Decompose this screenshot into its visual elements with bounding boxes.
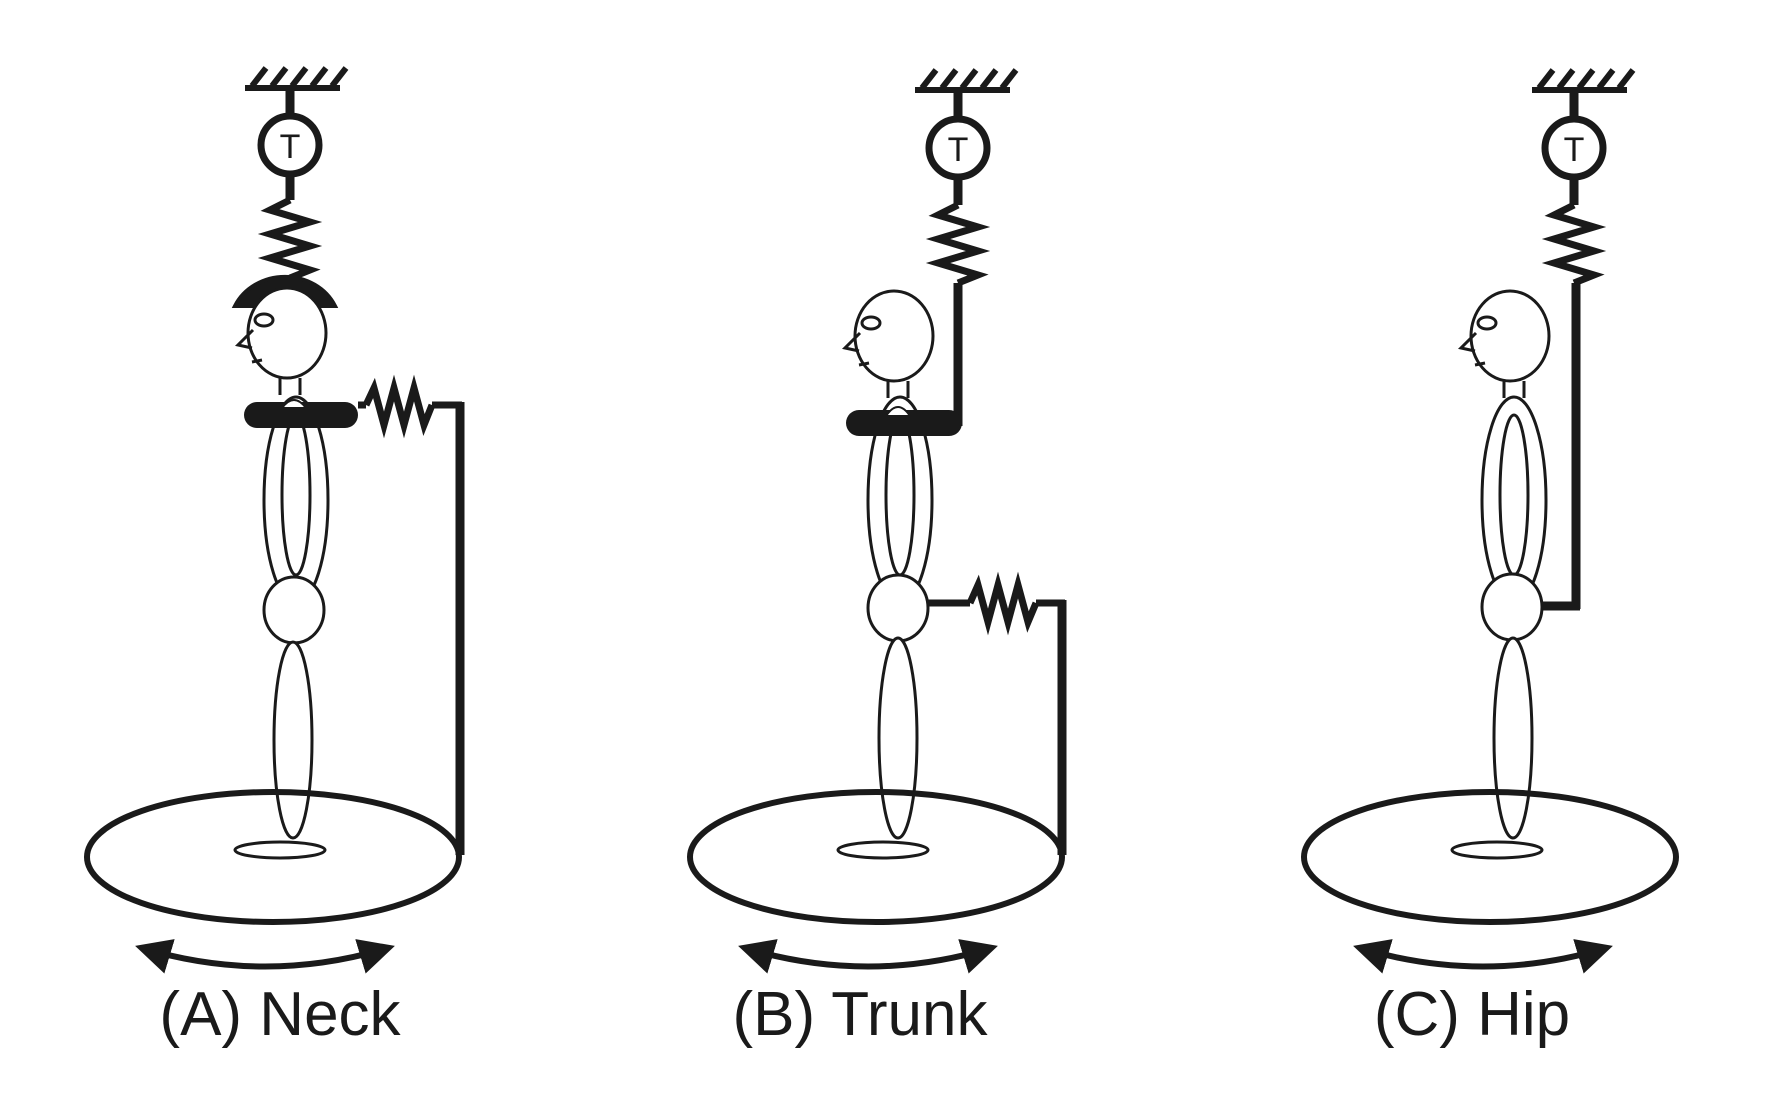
sensor-label: T <box>1564 131 1585 169</box>
sensor-label: T <box>280 128 301 166</box>
eye <box>253 312 275 328</box>
rotating-platform <box>84 789 462 925</box>
head <box>246 286 328 380</box>
panel-hip: T <box>1301 68 1679 974</box>
leg <box>877 636 919 840</box>
tension-sensor-icon <box>257 112 323 178</box>
tension-sensor-icon <box>1541 115 1607 181</box>
leg <box>272 640 314 840</box>
leg <box>1492 636 1534 840</box>
horizontal-spring-icon <box>966 571 1040 636</box>
sensor-label: T <box>948 131 969 169</box>
vertical-spring-icon <box>257 196 323 282</box>
panel-neck: T <box>84 66 465 974</box>
rotating-platform <box>1301 789 1679 925</box>
panel-trunk: T <box>687 68 1067 974</box>
tension-sensor-icon <box>925 115 991 181</box>
foot-pad <box>836 840 930 860</box>
arm <box>1498 413 1530 577</box>
ceiling-mount-icon <box>915 68 1019 118</box>
vertical-spring-icon <box>1541 201 1607 287</box>
arm <box>884 413 916 577</box>
hip <box>866 573 930 643</box>
foot-pad <box>233 840 327 860</box>
head <box>1469 289 1551 383</box>
rotating-platform <box>687 789 1065 925</box>
rotation-arrow-icon <box>1353 939 1613 974</box>
rotation-arrow-icon <box>135 939 395 974</box>
mouth <box>251 358 263 364</box>
vertical-spring-icon <box>925 201 991 287</box>
horizontal-spring-icon <box>362 374 436 439</box>
caption-trunk: (B) Trunk <box>732 980 988 1049</box>
caption-neck: (A) Neck <box>159 980 401 1049</box>
eye <box>1476 315 1498 331</box>
arm <box>280 413 312 577</box>
caption-hip: (C) Hip <box>1373 980 1571 1049</box>
ceiling-mount-icon <box>1532 68 1636 118</box>
head <box>853 289 935 383</box>
trunk-collar <box>846 410 962 436</box>
mouth <box>1474 361 1486 367</box>
rotation-arrow-icon <box>738 939 998 974</box>
nose <box>1457 331 1478 353</box>
eye <box>860 315 882 331</box>
neck-collar <box>244 402 358 428</box>
foot-pad <box>1450 840 1544 860</box>
mouth <box>858 361 870 367</box>
ceiling-mount-icon <box>245 66 349 115</box>
nose <box>234 328 255 350</box>
hip <box>262 575 326 645</box>
nose <box>841 331 862 353</box>
hip <box>1480 572 1544 642</box>
